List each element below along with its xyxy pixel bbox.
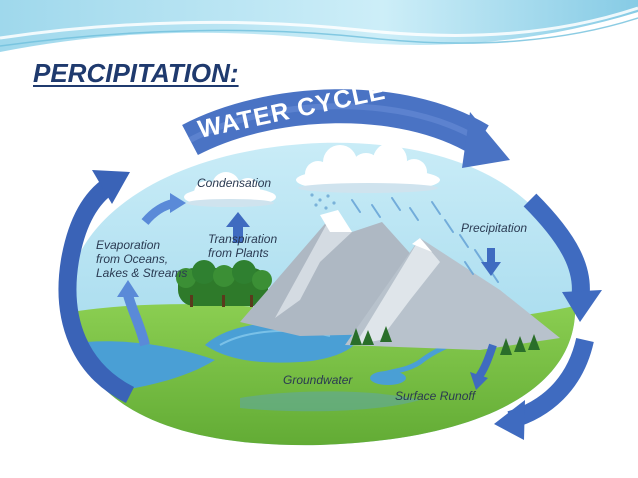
pine-trees bbox=[350, 326, 540, 355]
condensation-cloud bbox=[184, 172, 276, 207]
groundwater-zone bbox=[240, 391, 420, 412]
right-arrowhead bbox=[562, 290, 602, 322]
evaporation-arrow-lower bbox=[123, 293, 150, 347]
bottom-right-arrowhead bbox=[494, 400, 525, 440]
transpiration-label-line1: Transpiration bbox=[208, 232, 277, 246]
cycle-arrows bbox=[58, 89, 602, 440]
groundwater-label: Groundwater bbox=[283, 373, 353, 387]
precipitation-arrow bbox=[487, 248, 495, 264]
droplets bbox=[310, 193, 336, 210]
left-arrowhead bbox=[92, 170, 130, 204]
rain-cloud bbox=[296, 143, 440, 193]
surface-runoff-label: Surface Runoff bbox=[395, 389, 477, 403]
slide-title: PERCIPITATION: bbox=[33, 58, 239, 88]
rain bbox=[351, 197, 499, 283]
header-wave-decoration bbox=[0, 0, 638, 52]
transpiration-label-line2: from Plants bbox=[208, 246, 269, 260]
evaporation-label-line2: from Oceans, bbox=[96, 252, 168, 266]
right-arc bbox=[523, 193, 590, 302]
banner-arrowhead bbox=[462, 112, 510, 168]
condensation-label: Condensation bbox=[197, 176, 271, 190]
left-arc bbox=[58, 177, 135, 404]
transpiration-arrow bbox=[233, 225, 243, 243]
forest bbox=[176, 260, 272, 307]
mountains bbox=[240, 210, 560, 350]
evaporation-label-line1: Evaporation bbox=[96, 238, 160, 252]
evaporation-label-line3: Lakes & Streams bbox=[96, 266, 187, 280]
precipitation-label: Precipitation bbox=[461, 221, 527, 235]
